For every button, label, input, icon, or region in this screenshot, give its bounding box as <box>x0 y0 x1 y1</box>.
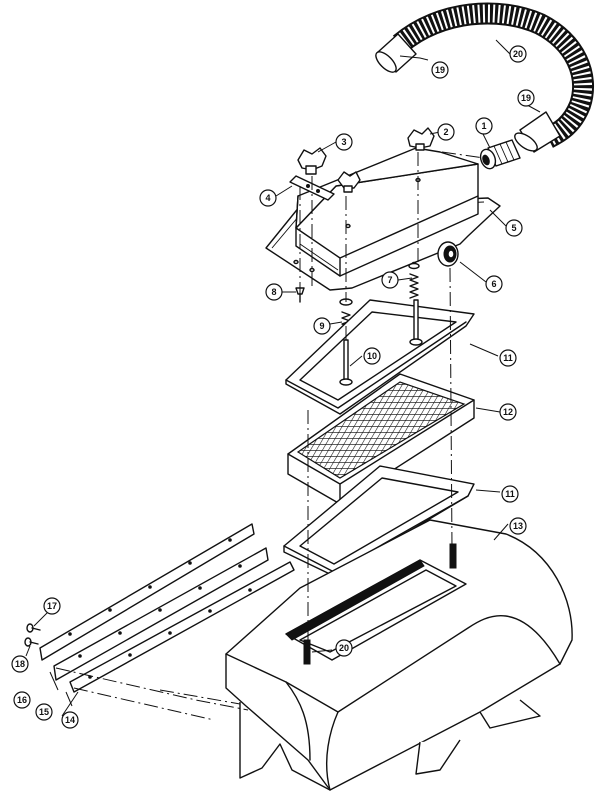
alignment-lines <box>55 151 485 721</box>
svg-text:17: 17 <box>47 601 57 611</box>
svg-text:2: 2 <box>443 127 448 137</box>
svg-text:1: 1 <box>481 121 486 131</box>
side-strip-inner <box>69 561 295 693</box>
fastener-lower <box>24 637 39 647</box>
callout-12: 12 <box>499 403 517 421</box>
hose-cuff-lower <box>514 111 561 153</box>
callout-1: 1 <box>475 117 493 135</box>
lid-assembly <box>265 147 501 291</box>
svg-text:10: 10 <box>367 351 377 361</box>
svg-text:16: 16 <box>17 695 27 705</box>
grommet <box>437 241 459 267</box>
hose-connector-fitting <box>479 139 521 170</box>
callout-18: 18 <box>11 655 29 673</box>
svg-text:11: 11 <box>505 489 515 499</box>
callout-10: 10 <box>363 347 381 365</box>
svg-text:19: 19 <box>521 93 531 103</box>
side-strip-middle <box>53 547 269 681</box>
stud-rear <box>449 543 457 569</box>
callout-6: 6 <box>485 275 503 293</box>
svg-text:8: 8 <box>271 287 276 297</box>
flexible-hose <box>392 2 594 148</box>
hose-cuff-upper <box>375 33 417 73</box>
svg-text:6: 6 <box>491 279 496 289</box>
knob-middle <box>337 171 361 193</box>
svg-text:4: 4 <box>265 193 270 203</box>
callout-17: 17 <box>43 597 61 615</box>
callout-9: 9 <box>313 317 331 335</box>
callout-19-upper: 19 <box>431 61 449 79</box>
callout-11-upper: 11 <box>499 349 517 367</box>
spring-rear <box>408 262 420 299</box>
svg-text:20: 20 <box>513 49 523 59</box>
callout-8: 8 <box>265 283 283 301</box>
svg-text:15: 15 <box>39 707 49 717</box>
svg-text:14: 14 <box>65 715 75 725</box>
svg-text:19: 19 <box>435 65 445 75</box>
svg-text:7: 7 <box>387 275 392 285</box>
callout-5: 5 <box>505 219 523 237</box>
svg-text:3: 3 <box>341 137 346 147</box>
svg-text:5: 5 <box>511 223 516 233</box>
svg-text:18: 18 <box>15 659 25 669</box>
callout-7: 7 <box>381 271 399 289</box>
leader-lines <box>25 39 541 717</box>
callout-2: 2 <box>437 123 455 141</box>
stud-front <box>303 639 311 665</box>
callout-15: 15 <box>35 703 53 721</box>
svg-text:20: 20 <box>339 643 349 653</box>
housing <box>225 519 573 791</box>
callout-14: 14 <box>61 711 79 729</box>
side-strip-outer <box>39 523 255 661</box>
callout-13: 13 <box>509 517 527 535</box>
fastener-upper <box>26 623 41 633</box>
knob-front <box>297 147 327 175</box>
svg-text:9: 9 <box>319 321 324 331</box>
callout-20-stud: 20 <box>335 639 353 657</box>
svg-text:12: 12 <box>503 407 513 417</box>
knob-rear <box>407 127 435 151</box>
callout-20-hose: 20 <box>509 45 527 63</box>
callout-3: 3 <box>335 133 353 151</box>
callout-16: 16 <box>13 691 31 709</box>
svg-text:11: 11 <box>503 353 513 363</box>
callout-4: 4 <box>259 189 277 207</box>
mesh-filter <box>287 373 475 505</box>
callout-11-lower: 11 <box>501 485 519 503</box>
guide-post-rear <box>409 299 423 346</box>
svg-text:13: 13 <box>513 521 523 531</box>
callout-19-lower: 19 <box>517 89 535 107</box>
